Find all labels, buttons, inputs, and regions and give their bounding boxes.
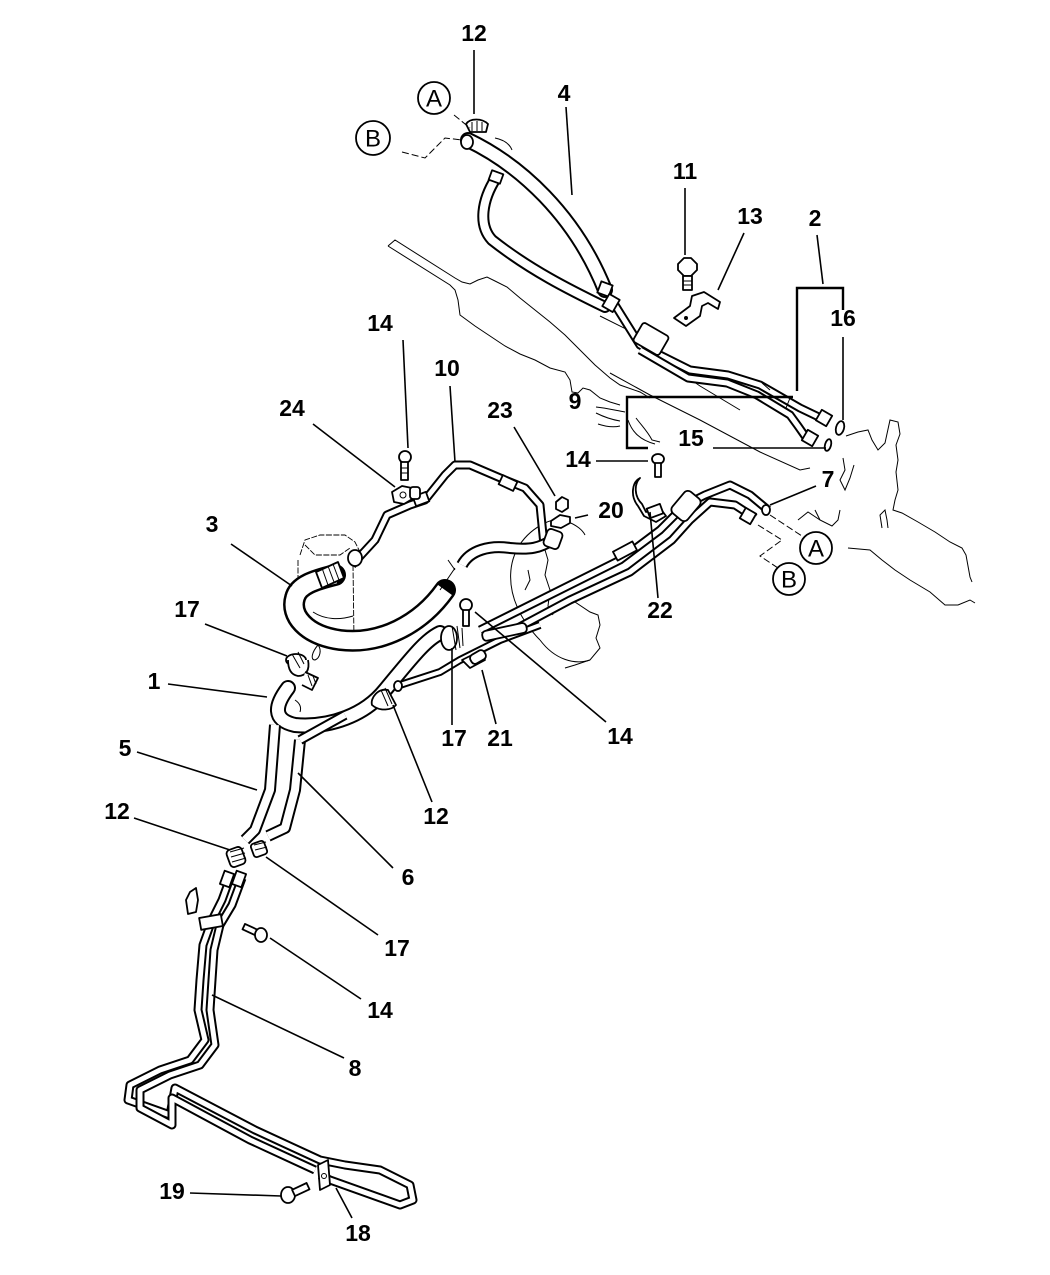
hose-clamp-17-left[interactable]: [285, 644, 321, 691]
callout-19[interactable]: 19: [159, 1178, 185, 1204]
bolt-14-lower[interactable]: [241, 923, 268, 943]
callout-18[interactable]: 18: [345, 1220, 371, 1246]
bolt-14-mid[interactable]: [651, 453, 665, 478]
nut-23[interactable]: [555, 496, 569, 513]
bracket-18[interactable]: [317, 1159, 331, 1191]
callout-14-right[interactable]: 14: [607, 723, 633, 749]
callout-22[interactable]: 22: [647, 597, 673, 623]
callout-2[interactable]: 2: [809, 205, 822, 231]
callout-10[interactable]: 10: [434, 355, 460, 381]
steel-lines-8[interactable]: [123, 869, 418, 1210]
callout-6[interactable]: 6: [402, 864, 415, 890]
ref-marker-a-right[interactable]: A: [799, 531, 833, 565]
callout-17-center[interactable]: 17: [441, 725, 467, 751]
callout-1[interactable]: 1: [148, 668, 161, 694]
steel-lines-2[interactable]: [601, 293, 834, 448]
callout-14-upper[interactable]: 14: [367, 310, 393, 336]
hose-5[interactable]: [240, 724, 281, 845]
callout-labels: 12 4 11 13 2 16 14 10 24 23 9 15 14 7 20…: [104, 20, 856, 1246]
callout-20[interactable]: 20: [598, 497, 624, 523]
ref-letter-a-right: A: [808, 536, 824, 563]
bolt-19[interactable]: [280, 1182, 311, 1204]
group-bracket-9-15: [625, 395, 793, 450]
hose-6[interactable]: [265, 710, 348, 842]
connector-24[interactable]: [391, 485, 421, 505]
bolt-11[interactable]: [677, 257, 698, 291]
hose-clamp-12-left[interactable]: [225, 846, 247, 868]
callout-12-left[interactable]: 12: [104, 798, 130, 824]
bracket-22[interactable]: [632, 477, 667, 523]
hose-4[interactable]: [460, 132, 614, 313]
hose-clamp-12-center[interactable]: [370, 687, 397, 711]
callout-16[interactable]: 16: [830, 305, 856, 331]
bolt-14-upper[interactable]: [398, 450, 412, 481]
hose-10-return[interactable]: [456, 528, 564, 569]
hose-clamp-17-center[interactable]: [440, 625, 464, 651]
steel-lines-7[interactable]: [477, 480, 771, 644]
callout-9[interactable]: 9: [569, 388, 582, 414]
ref-marker-b-top[interactable]: B: [355, 120, 391, 156]
callout-4[interactable]: 4: [558, 80, 571, 106]
callout-5[interactable]: 5: [119, 735, 132, 761]
o-ring-16[interactable]: [834, 420, 846, 436]
callout-12-center[interactable]: 12: [423, 803, 449, 829]
callout-8[interactable]: 8: [349, 1055, 362, 1081]
bolt-14-right[interactable]: [459, 598, 473, 627]
callout-14-mid[interactable]: 14: [565, 446, 591, 472]
ref-marker-b-right[interactable]: B: [772, 562, 806, 596]
callout-21[interactable]: 21: [487, 725, 513, 751]
hose-clamp-17-lower[interactable]: [249, 839, 269, 859]
washer-20[interactable]: [550, 514, 571, 529]
hose-3[interactable]: [283, 559, 456, 652]
callout-23[interactable]: 23: [487, 397, 513, 423]
callout-11[interactable]: 11: [673, 158, 698, 184]
group-bracket-2: [795, 286, 845, 391]
callout-7[interactable]: 7: [822, 466, 835, 492]
callout-17-lower[interactable]: 17: [384, 935, 410, 961]
clip-13[interactable]: [673, 291, 721, 327]
ref-letter-b-right: B: [781, 567, 797, 594]
o-ring-15[interactable]: [823, 438, 833, 452]
ref-letter-a-top: A: [426, 86, 442, 113]
callout-17-left[interactable]: 17: [174, 596, 200, 622]
callout-24[interactable]: 24: [279, 395, 305, 421]
hose-1[interactable]: [270, 625, 448, 734]
ref-marker-a-top[interactable]: A: [417, 81, 451, 115]
item-9-detail: [595, 406, 661, 445]
fitting-21[interactable]: [461, 649, 487, 669]
callout-3[interactable]: 3: [206, 511, 219, 537]
pipe-stub[interactable]: [393, 621, 542, 692]
leader-lines: [133, 50, 844, 1219]
callout-15[interactable]: 15: [678, 425, 704, 451]
callout-13[interactable]: 13: [737, 203, 763, 229]
transmission-outline: [387, 239, 976, 669]
callout-14-lower[interactable]: 14: [367, 997, 393, 1023]
hose-clamp-12-top[interactable]: [465, 118, 513, 151]
ref-letter-b-top: B: [365, 126, 381, 153]
callout-12-top[interactable]: 12: [461, 20, 487, 46]
